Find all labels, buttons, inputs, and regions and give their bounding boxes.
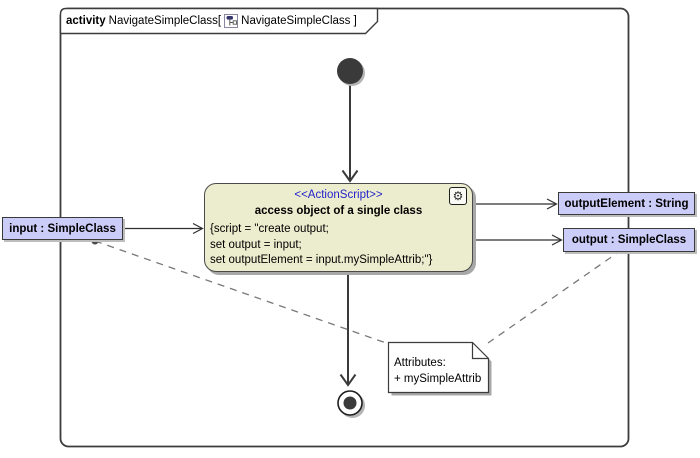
action-script-line: set output = input; <box>210 238 302 251</box>
activity-diagram-icon <box>224 14 239 28</box>
arrowhead-icon <box>339 373 357 387</box>
activity-final-node[interactable] <box>337 390 365 418</box>
input-pin-label: input : SimpleClass <box>9 222 116 235</box>
object-flow-input-to-action[interactable] <box>123 222 204 235</box>
frame-diagram-ref: NavigateSimpleClass ] <box>241 15 357 27</box>
object-flow-action-to-output[interactable] <box>473 234 563 246</box>
note-line: + mySimpleAttrib <box>394 372 482 385</box>
note-line: Attributes: <box>394 357 446 369</box>
arrowhead-icon <box>192 222 204 235</box>
arrowhead-icon <box>551 234 563 246</box>
frame-title: activity NavigateSimpleClass[ NavigateSi… <box>66 12 357 30</box>
action-stereotype: <<ActionScript>> <box>294 189 383 201</box>
note-text: Attributes: + mySimpleAttrib <box>394 356 481 387</box>
action-name: access object of a single class <box>254 205 423 217</box>
frame-name-tab[interactable] <box>59 7 379 35</box>
note-shape[interactable] <box>387 341 492 396</box>
output-pin[interactable]: output : SimpleClass <box>563 228 695 252</box>
control-flow-action-to-final[interactable] <box>339 272 357 387</box>
note-fold-icon <box>471 342 489 360</box>
note-link-to-output[interactable] <box>487 250 621 344</box>
arrowhead-icon <box>546 198 558 210</box>
initial-node[interactable] <box>337 58 365 86</box>
frame-keyword: activity <box>66 15 106 27</box>
arrowhead-icon <box>341 169 359 183</box>
gear-icon: ⚙ <box>449 187 467 205</box>
action-script-line: set outputElement = input.mySimpleAttrib… <box>210 254 433 266</box>
output-element-pin-label: outputElement : String <box>564 197 689 210</box>
action-script-line: {script = "create output; <box>210 223 329 235</box>
output-pin-label: output : SimpleClass <box>571 234 687 246</box>
object-flow-action-to-outputelement[interactable] <box>473 198 558 210</box>
frame-diagram-name: NavigateSimpleClass[ <box>108 15 222 27</box>
input-pin[interactable]: input : SimpleClass <box>2 217 123 240</box>
output-element-pin[interactable]: outputElement : String <box>558 192 695 215</box>
control-flow-initial-to-action[interactable] <box>341 84 359 183</box>
action-node[interactable]: ⚙ <<ActionScript>> access object of a si… <box>204 183 473 272</box>
